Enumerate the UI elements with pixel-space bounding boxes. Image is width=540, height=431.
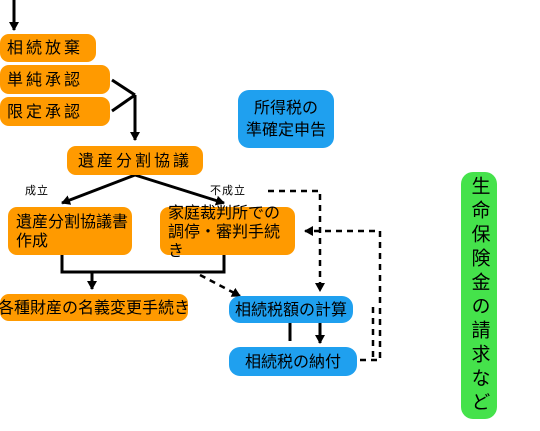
family-court-node: 家庭裁判所での 調停・審判手続き xyxy=(160,203,295,260)
family-court-text: 家庭裁判所での 調停・審判手続き xyxy=(168,202,281,260)
income-tax-return-text: 所得税の 準確定申告 xyxy=(245,98,326,139)
merge-simple xyxy=(111,78,136,97)
life-insurance-node: 生命保険金の請求など xyxy=(461,172,497,419)
failure-label: 不成立 xyxy=(210,184,246,197)
tax-payment-node: 相続税の納付 xyxy=(229,347,357,376)
success-label: 成立 xyxy=(25,184,49,197)
name-change-node: 各種財産の名義変更手続き xyxy=(0,294,191,321)
division-discussion-node: 遺産分割協議 xyxy=(67,146,203,175)
division-agreement-text: 遺産分割協議書 作成 xyxy=(16,212,129,250)
income-tax-return-node: 所得税の 準確定申告 xyxy=(238,90,334,148)
court-to-calc xyxy=(199,273,241,298)
qualified-acceptance-text: 限定承認 xyxy=(7,101,84,121)
qualified-acceptance-node: 限定承認 xyxy=(0,97,110,126)
renunciation-node: 相続放棄 xyxy=(0,34,96,62)
tax-calculation-text: 相続税額の計算 xyxy=(234,299,347,319)
split-success xyxy=(61,173,136,205)
merge-qualified xyxy=(111,93,136,113)
split-failure xyxy=(134,173,225,206)
simple-acceptance-text: 単純承認 xyxy=(7,69,84,89)
tax-calculation-node: 相続税額の計算 xyxy=(229,296,353,323)
renunciation-text: 相続放棄 xyxy=(7,38,84,57)
name-change-text: 各種財産の名義変更手続き xyxy=(0,297,191,317)
division-discussion-text: 遺産分割協議 xyxy=(77,150,192,170)
simple-acceptance-node: 単純承認 xyxy=(0,65,110,94)
tax-payment-text: 相続税の納付 xyxy=(244,351,341,371)
life-insurance-text: 生命保険金の請求など xyxy=(468,175,491,416)
agreement-to-merge xyxy=(60,255,226,274)
division-agreement-node: 遺産分割協議書 作成 xyxy=(8,207,132,255)
